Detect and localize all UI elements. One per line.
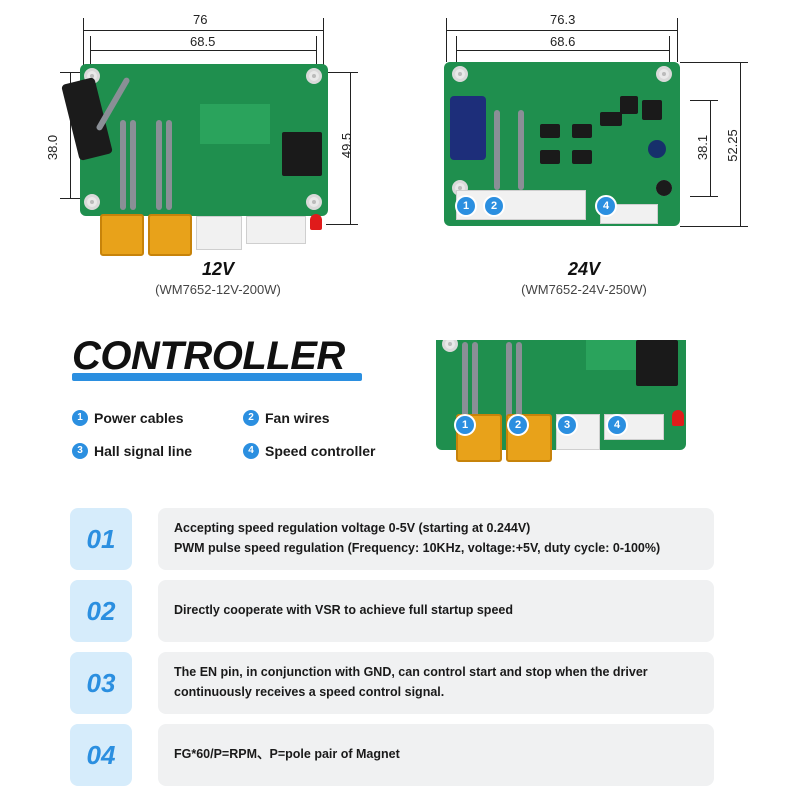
legend-num-4: 4 (243, 443, 259, 459)
legend-fan-wires: 2 Fan wires (243, 410, 330, 426)
heading-underline (72, 373, 362, 381)
legend-label-2: Fan wires (265, 410, 330, 426)
legend-label-3: Hall signal line (94, 443, 193, 459)
right-voltage-label: 24V (567, 259, 601, 279)
photo-badge-3: 3 (556, 414, 578, 436)
right-capacitor (450, 96, 486, 160)
right-badge-4: 4 (595, 195, 617, 217)
left-power-connector-1 (100, 214, 144, 256)
feature-box-02: Directly cooperate with VSR to achieve f… (158, 580, 714, 642)
left-connector-3 (196, 216, 242, 250)
left-model-label: (WM7652-12V-200W) (155, 282, 281, 297)
feature-number-04: 04 (70, 724, 132, 786)
right-model-label: (WM7652-24V-250W) (521, 282, 647, 297)
left-connector-4 (246, 216, 306, 244)
left-dim-left: 38.0 (45, 134, 61, 161)
legend-num-2: 2 (243, 410, 259, 426)
legend-speed-controller: 4 Speed controller (243, 443, 375, 459)
feature-number-02: 02 (70, 580, 132, 642)
right-dim-inner: 38.1 (695, 134, 711, 161)
feature-number-01: 01 (70, 508, 132, 570)
feature-box-03: The EN pin, in conjunction with GND, can… (158, 652, 714, 714)
right-badge-2: 2 (483, 195, 505, 217)
legend-label-4: Speed controller (265, 443, 376, 459)
left-voltage-label: 12V (201, 259, 235, 279)
left-dim-right: 49.5 (339, 132, 355, 159)
feature-number-03: 03 (70, 652, 132, 714)
feature-03-line-1: The EN pin, in conjunction with GND, can… (174, 665, 648, 679)
feature-04-line-1: FG*60/P=RPM、P=pole pair of Magnet (174, 747, 400, 761)
photo-badge-1: 1 (454, 414, 476, 436)
left-power-connector-2 (148, 214, 192, 256)
right-dim-top-inner: 68.6 (550, 34, 576, 49)
controller-heading: CONTROLLER (72, 334, 345, 378)
feature-02-line-1: Directly cooperate with VSR to achieve f… (174, 603, 513, 617)
legend-num-3: 3 (72, 443, 88, 459)
feature-box-01: Accepting speed regulation voltage 0-5V … (158, 508, 714, 570)
legend-power-cables: 1 Power cables (72, 410, 184, 426)
legend-hall-signal: 3 Hall signal line (72, 443, 192, 459)
left-dim-top-outer: 76 (193, 12, 208, 27)
feature-01-line-2: PWM pulse speed regulation (Frequency: 1… (174, 541, 661, 555)
left-led (310, 214, 322, 230)
left-inductor (282, 132, 322, 176)
left-dim-top-inner: 68.5 (190, 34, 216, 49)
feature-03-line-2: continuously receives a speed control si… (174, 685, 445, 699)
legend-label-1: Power cables (94, 410, 184, 426)
photo-badge-2: 2 (507, 414, 529, 436)
right-dim-outer: 52.25 (724, 129, 740, 162)
feature-01-line-1: Accepting speed regulation voltage 0-5V … (174, 521, 531, 535)
photo-badge-4: 4 (606, 414, 628, 436)
right-badge-1: 1 (455, 195, 477, 217)
legend-num-1: 1 (72, 410, 88, 426)
feature-box-04: FG*60/P=RPM、P=pole pair of Magnet (158, 724, 714, 786)
right-dim-top-outer: 76.3 (550, 12, 576, 27)
right-main-connector (456, 190, 586, 220)
